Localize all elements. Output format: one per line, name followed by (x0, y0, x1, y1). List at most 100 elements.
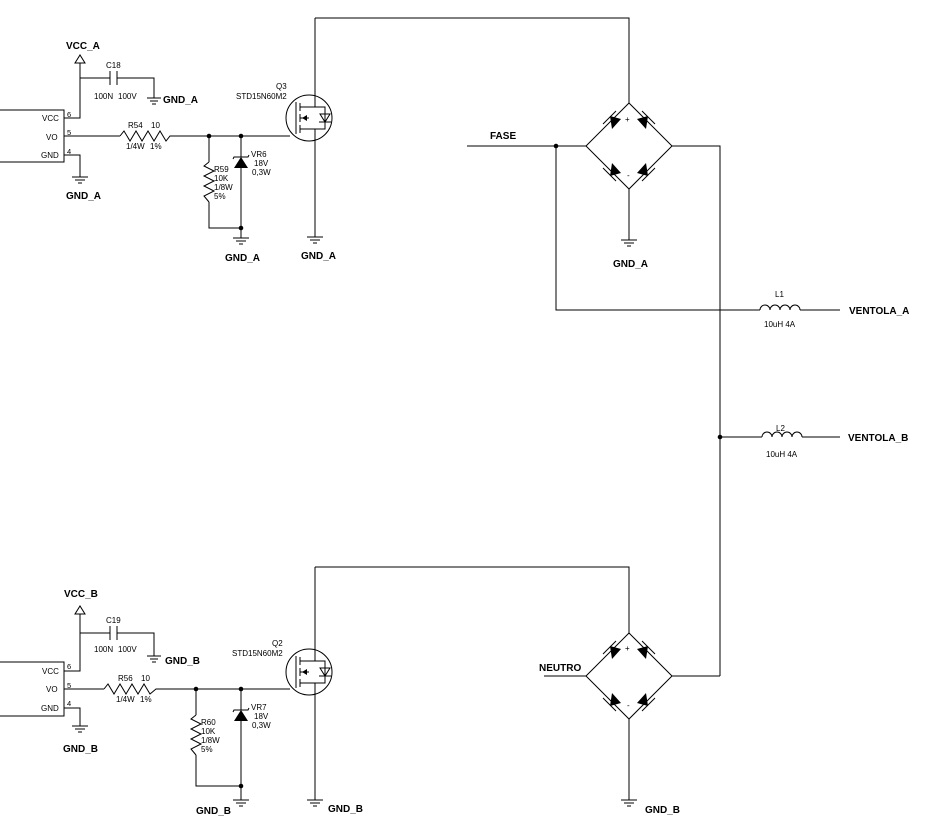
pin-label-vcc-a: VCC (42, 114, 59, 123)
wire-c18 (80, 77, 155, 98)
r56-ref: R56 (118, 674, 133, 683)
wire-drain-bottom (315, 566, 630, 633)
wire-vcc-a (64, 63, 81, 119)
ground-icon-c19 (147, 655, 161, 663)
wire-gnd-b-driver (64, 707, 81, 726)
pin-num-6-b: 6 (67, 662, 71, 671)
l2-value: 10uH 4A (766, 450, 798, 459)
ground-icon-q3 (307, 236, 323, 244)
pin-label-gnd-a: GND (41, 151, 59, 160)
ground-icon-driver-a (72, 176, 88, 184)
resistor-r59 (202, 161, 216, 203)
net-label-gnd-a-driver: GND_A (66, 191, 101, 202)
driver-block-b: VCC VO GND 6 5 4 (0, 661, 71, 717)
vcc-arrow-icon-b (74, 605, 86, 615)
c19-ref: C19 (106, 616, 121, 625)
pin-label-gnd-b: GND (41, 704, 59, 713)
net-label-gnd-b-driver: GND_B (63, 744, 98, 755)
wire-c19 (80, 632, 155, 656)
zener-vr7 (234, 710, 248, 721)
q2-part: STD15N60M2 (232, 649, 283, 658)
bridge-rectifier-top (585, 102, 673, 190)
net-label-ventola-a: VENTOLA_A (849, 306, 909, 317)
ground-icon-vr6 (233, 237, 249, 245)
pin-num-4-b: 4 (67, 699, 71, 708)
r54-ref: R54 (128, 121, 143, 130)
vr7-voltage: 18V (254, 712, 269, 721)
r54-power: 1/4W (126, 142, 145, 151)
r56-tolerance: 1% (140, 695, 152, 704)
r54-tolerance: 1% (150, 142, 162, 151)
c19-value: 100N (94, 645, 113, 654)
r56-value: 10 (141, 674, 150, 683)
wire-r60 (195, 689, 241, 787)
resistor-r60 (189, 714, 203, 756)
net-label-vcc-a: VCC_A (66, 41, 100, 52)
junction-dot (238, 783, 244, 789)
vr6-ref: VR6 (251, 150, 267, 159)
ground-icon-q2 (307, 799, 323, 807)
vr6-voltage: 18V (254, 159, 269, 168)
bridge-top-minus: - (627, 171, 630, 180)
pin-num-5-b: 5 (67, 681, 71, 690)
resistor-r56 (103, 683, 162, 695)
bridge-rectifier-bottom (585, 632, 673, 720)
l1-ref: L1 (775, 290, 784, 299)
c18-ref: C18 (106, 61, 121, 70)
r60-ref: R60 (201, 718, 216, 727)
inductor-l1 (759, 304, 801, 311)
pin-label-vo-b: VO (46, 685, 58, 694)
q2-ref: Q2 (272, 639, 283, 648)
ground-icon-bridge-bottom (621, 799, 637, 807)
l2-ref: L2 (776, 424, 785, 433)
c18-value: 100N (94, 92, 113, 101)
ground-icon-driver-b (72, 725, 88, 733)
ground-icon-vr7 (233, 799, 249, 807)
pin-num-4-a: 4 (67, 147, 71, 156)
l1-value: 10uH 4A (764, 320, 796, 329)
r60-tolerance: 5% (201, 745, 213, 754)
pin-num-6-a: 6 (67, 110, 71, 119)
bridge-bottom-minus: - (627, 701, 630, 710)
net-label-gnd-b-c19: GND_B (165, 656, 200, 667)
capacitor-c18 (109, 71, 118, 85)
r60-power: 1/8W (201, 736, 220, 745)
r56-power: 1/4W (116, 695, 135, 704)
ground-icon-c18 (147, 97, 161, 105)
bridge-bottom-plus: + (625, 644, 630, 653)
vcc-arrow-icon-a (74, 54, 86, 64)
net-label-gnd-b-q2: GND_B (328, 804, 363, 815)
wire-ac-bus (672, 145, 721, 676)
net-label-gnd-b-zener: GND_B (196, 806, 231, 817)
net-label-gnd-a-zener: GND_A (225, 253, 260, 264)
q3-part: STD15N60M2 (236, 92, 287, 101)
capacitor-c19 (109, 626, 118, 640)
c18-voltage: 100V (118, 92, 137, 101)
driver-block-a: VCC VO GND 6 5 4 (0, 109, 71, 163)
pin-label-vo-a: VO (46, 133, 58, 142)
net-label-gnd-a-q3: GND_A (301, 251, 336, 262)
zener-vr6 (234, 157, 248, 168)
bridge-top-plus: + (625, 115, 630, 124)
pin-label-vcc-b: VCC (42, 667, 59, 676)
r59-power: 1/8W (214, 183, 233, 192)
wire-fase-to-l1 (555, 146, 760, 311)
r59-value: 10K (214, 174, 229, 183)
c19-voltage: 100V (118, 645, 137, 654)
pin-num-5-a: 5 (67, 128, 71, 137)
net-label-gnd-a-c18: GND_A (163, 95, 198, 106)
vr7-power: 0,3W (252, 721, 271, 730)
inductor-l2 (761, 431, 803, 438)
mosfet-q2 (285, 567, 333, 800)
vr7-ref: VR7 (251, 703, 267, 712)
ground-icon-bridge-top (621, 239, 637, 247)
junction-dot (238, 225, 244, 231)
r54-value: 10 (151, 121, 160, 130)
q3-ref: Q3 (276, 82, 287, 91)
net-label-fase: FASE (490, 131, 516, 142)
net-label-ventola-b: VENTOLA_B (848, 433, 908, 444)
net-label-gnd-a-bridge: GND_A (613, 259, 648, 270)
r59-tolerance: 5% (214, 192, 226, 201)
net-label-neutro: NEUTRO (539, 663, 581, 674)
